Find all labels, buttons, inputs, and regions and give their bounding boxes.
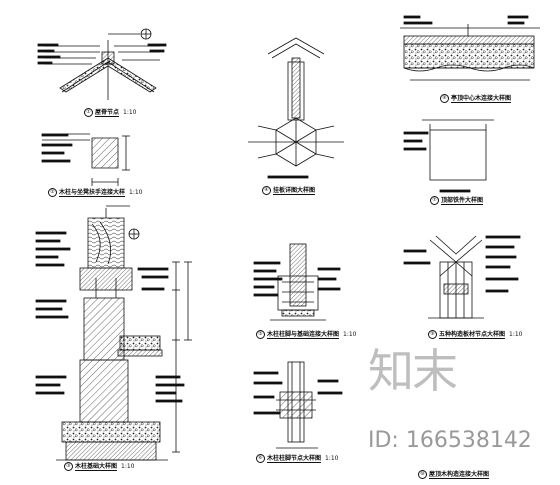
column-foot-node-detail: [253, 361, 343, 449]
ground-layer-detail: [400, 15, 540, 81]
detail-number: ②: [48, 188, 57, 197]
detail-number: ③: [64, 462, 73, 471]
detail-number: ①: [84, 108, 93, 117]
watermark-id: ID: 166538142: [368, 428, 532, 453]
detail-number: ⑤: [256, 330, 265, 339]
detail-title: 顶部铁件大样图: [441, 196, 484, 205]
detail-scale: 1:10: [343, 331, 357, 338]
detail-number: ⑧: [440, 94, 449, 103]
watermark-logo: 知末: [368, 344, 458, 398]
roof-timber-joint-detail: [403, 235, 521, 319]
column-base-connection-detail: [253, 243, 341, 321]
top-iron-fitting-detail: [403, 119, 494, 193]
detail-scale: 1:10: [129, 189, 143, 196]
detail-number: ⑩: [418, 470, 427, 479]
detail-scale: 1:10: [121, 463, 135, 470]
detail-title: 五种构造板材节点大样图: [439, 330, 506, 339]
detail-title: 木柱基础大样图: [75, 462, 118, 471]
detail-scale: 1:10: [509, 331, 523, 338]
detail-title: 木柱与坐凳扶手连接大样: [59, 188, 126, 197]
detail-title: 屋脊节点: [95, 108, 120, 117]
detail-title: 亭顶中心木连接大样图: [451, 94, 512, 103]
detail-title: 屋顶木构造连接大样图: [429, 470, 490, 479]
detail-scale: 1:10: [325, 455, 339, 462]
bench-column-detail: [41, 133, 130, 186]
detail-title: 挂板详图大样图: [273, 186, 316, 195]
detail-number: ④: [262, 186, 271, 195]
detail-number: ⑥: [256, 454, 265, 463]
column-roof-junction-detail: [248, 37, 344, 179]
column-foundation-detail: [35, 205, 192, 461]
detail-number: ⑦: [430, 196, 439, 205]
detail-number: ⑨: [428, 330, 437, 339]
detail-scale: 1:10: [123, 109, 137, 116]
detail-title: 木柱柱脚节点大样图: [267, 454, 322, 463]
ridge-node-detail: [37, 28, 167, 100]
detail-title: 木柱柱脚与基础连接大样图: [267, 330, 340, 339]
